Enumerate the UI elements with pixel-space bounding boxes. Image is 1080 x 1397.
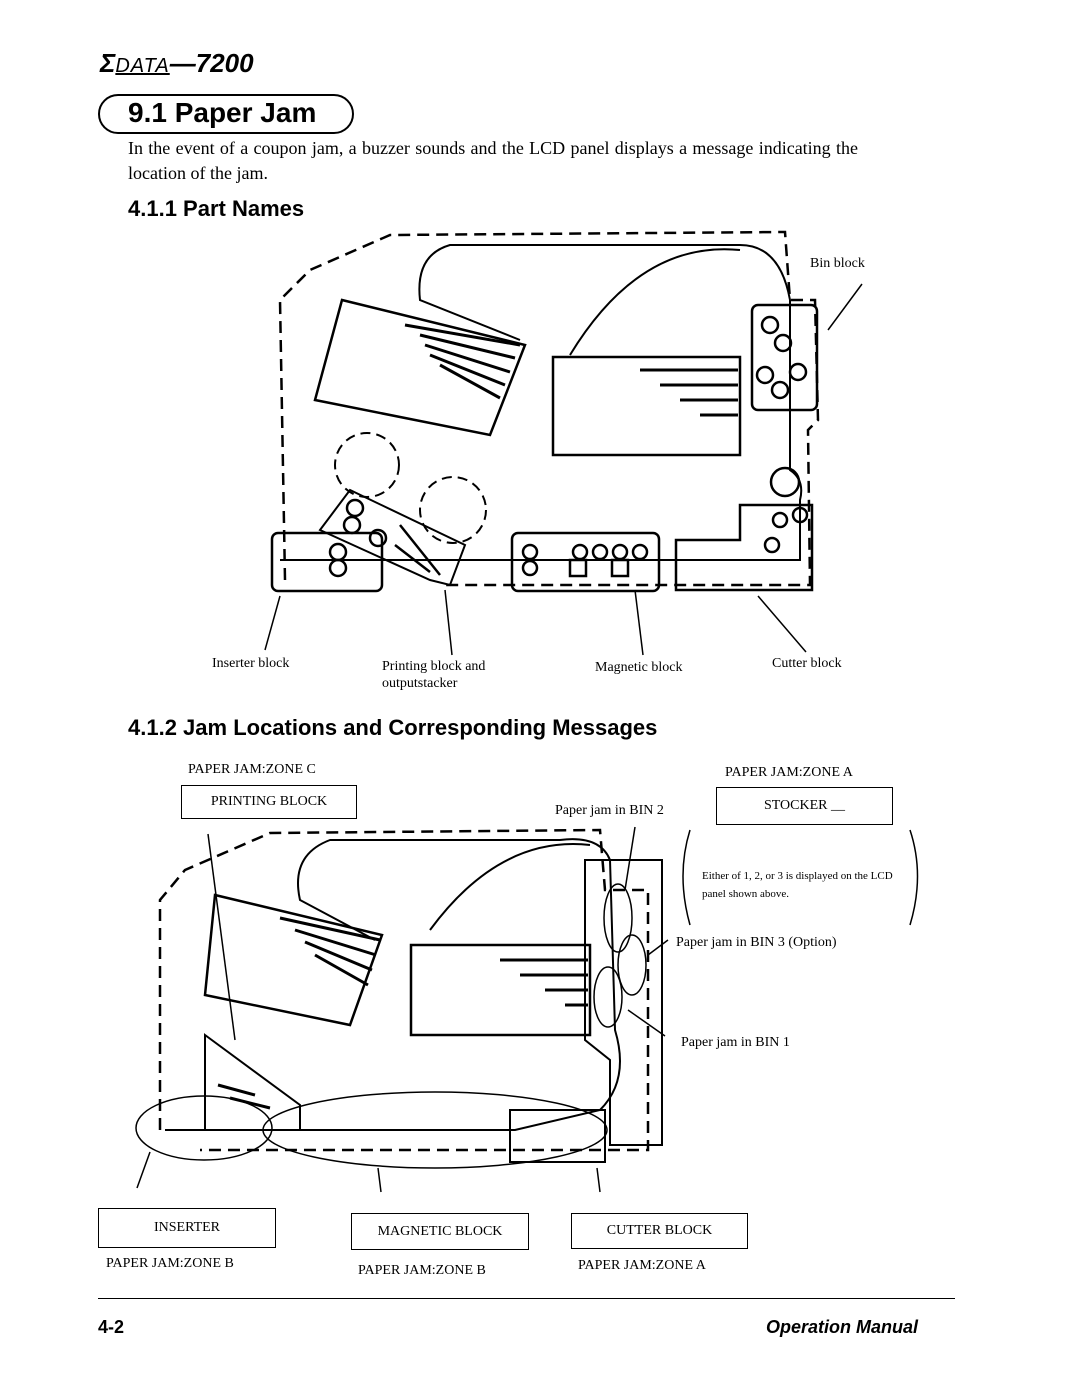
cutter-block-label: Cutter block bbox=[772, 656, 842, 671]
stocker-message-box: STOCKER __ bbox=[716, 787, 893, 825]
logo-brand: DATA bbox=[115, 55, 170, 77]
intro-paragraph: In the event of a coupon jam, a buzzer s… bbox=[128, 138, 858, 183]
manual-title: Operation Manual bbox=[766, 1317, 919, 1337]
logo-symbol: Σ bbox=[100, 48, 116, 78]
cutter-message-box: CUTTER BLOCK bbox=[571, 1213, 748, 1249]
jam-locations-heading: 4.1.2 Jam Locations and Corresponding Me… bbox=[128, 715, 658, 740]
inserter-zone-label: PAPER JAM:ZONE B bbox=[106, 1256, 234, 1271]
section-title-frame bbox=[98, 94, 354, 134]
bin-block-label: Bin block bbox=[810, 256, 865, 271]
printing-block-label: Printing block and outputstacker bbox=[382, 659, 486, 691]
magnetic-message-box: MAGNETIC BLOCK bbox=[351, 1213, 529, 1250]
part-names-heading: 4.1.1 Part Names bbox=[128, 196, 305, 221]
logo-model: 7200 bbox=[195, 48, 254, 78]
inserter-message-box: INSERTER bbox=[98, 1208, 276, 1248]
bin1-label: Paper jam in BIN 1 bbox=[681, 1035, 790, 1050]
inserter-block-label: Inserter block bbox=[212, 656, 290, 671]
magnetic-zone-label: PAPER JAM:ZONE B bbox=[358, 1263, 486, 1278]
page-number: 4-2 bbox=[98, 1317, 125, 1337]
printing-block-message-box: PRINTING BLOCK bbox=[181, 785, 357, 819]
brand-logo: ΣDATA—7200 bbox=[100, 48, 254, 78]
magnetic-block-label: Magnetic block bbox=[595, 660, 683, 675]
footer-rule bbox=[98, 1298, 955, 1299]
section-title: 9.1 Paper Jam bbox=[128, 97, 317, 128]
lcd-note: Either of 1, 2, or 3 is displayed on the… bbox=[702, 870, 893, 900]
zone-a-label: PAPER JAM:ZONE A bbox=[725, 765, 853, 780]
bin2-label: Paper jam in BIN 2 bbox=[555, 803, 664, 818]
cutter-zone-label: PAPER JAM:ZONE A bbox=[578, 1258, 706, 1273]
bin3-label: Paper jam in BIN 3 (Option) bbox=[676, 935, 837, 950]
zone-c-label: PAPER JAM:ZONE C bbox=[188, 762, 316, 777]
